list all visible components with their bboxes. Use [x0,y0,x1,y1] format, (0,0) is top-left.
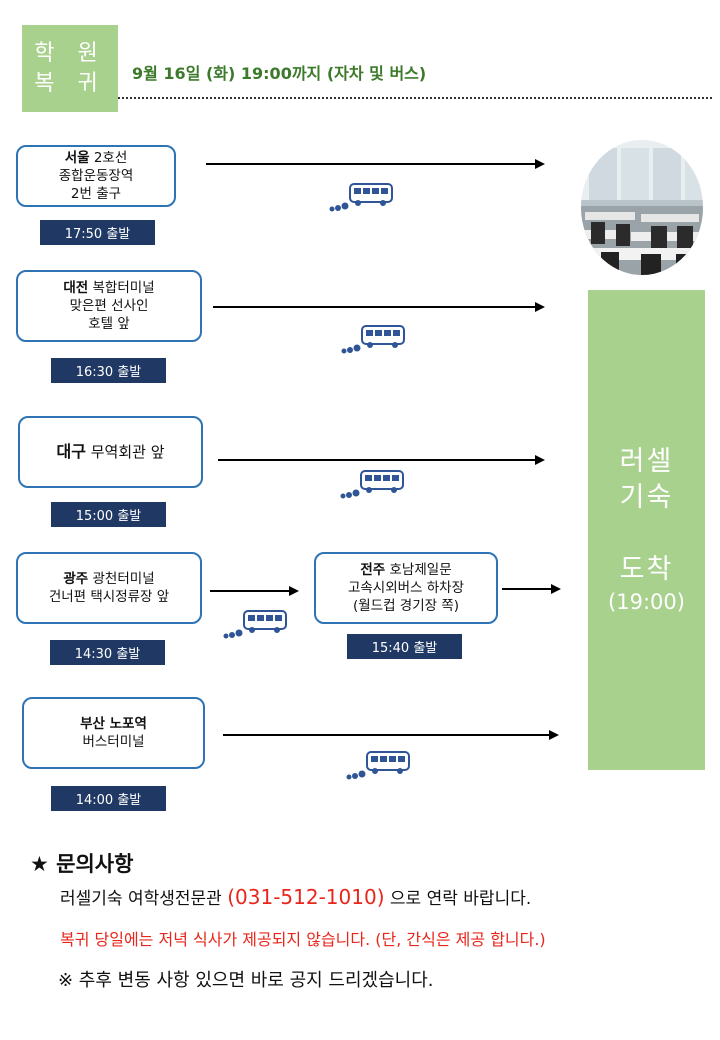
classroom-photo [581,140,703,275]
route-arrow-line [210,590,290,592]
route-arrow-line [206,163,536,165]
arrival-line2: 기숙 [619,482,674,513]
station-city: 대전 [63,280,89,296]
station-city: 부산 [80,716,105,732]
station-place-line3: 호텔 앞 [88,316,130,332]
route-arrow-head [551,584,561,594]
departure-tag-busan: 14:00 출발 [51,786,166,811]
route-arrow-head [535,455,545,465]
contact-line: 러셀기숙 여학생전문관 (031-512-1010) 으로 연락 바랍니다. [60,884,531,909]
bus-icon [340,470,404,499]
route-arrow-line [213,306,536,308]
contact-text-suffix: 으로 연락 바랍니다. [384,889,532,909]
station-gwangju: 광주 광천터미널 건너편 택시정류장 앞 [16,552,202,624]
station-place-line2: 맞은편 선사인 [69,298,149,314]
route-arrow-head [289,586,299,596]
departure-tag-seoul: 17:50 출발 [40,220,155,245]
station-place: 복합터미널 [88,280,155,296]
contact-text-prefix: 러셀기숙 여학생전문관 [60,889,228,909]
station-place-line2: 건너편 택시정류장 앞 [48,589,170,605]
route-arrow-line [218,459,536,461]
station-daegu: 대구 무역회관 앞 [18,416,203,488]
station-place: 노포역 [104,716,147,732]
header-badge-line1: 학 원 [34,40,106,66]
contact-heading: ★ 문의사항 [30,852,134,876]
bus-icon [223,610,287,639]
page-title: 9월 16일 (화) 19:00까지 (자차 및 버스) [132,64,427,83]
arrival-time: (19:00) [608,590,685,614]
departure-tag-daejeon: 16:30 출발 [51,358,166,383]
arrival-line3: 도착 [619,554,674,585]
route-arrow-line [502,588,552,590]
station-place: 2호선 [89,150,128,166]
station-busan: 부산 노포역 버스터미널 [22,697,205,769]
station-place-line2: 버스터미널 [82,734,145,750]
bus-icon [341,325,405,354]
station-jeonju: 전주 호남제일문 고속시외버스 하차장 (월드컵 경기장 쪽) [314,552,498,624]
header-badge-line2: 복 귀 [34,70,106,96]
bus-icon [346,751,410,780]
departure-tag-daegu: 15:00 출발 [51,502,166,527]
station-place: 광천터미널 [88,571,155,587]
station-place-line3: (월드컵 경기장 쪽) [352,598,460,614]
station-place: 호남제일문 [385,562,452,578]
station-seoul: 서울 2호선 종합운동장역 2번 출구 [16,145,176,207]
footer-notice: ※ 추후 변동 사항 있으면 바로 공지 드리겠습니다. [58,970,434,991]
header-badge: 학 원 복 귀 [22,25,118,112]
station-place-line2: 고속시외버스 하차장 [347,580,465,596]
bus-icon [329,183,393,212]
contact-phone: (031-512-1010) [227,885,385,909]
arrival-panel: 러셀 기숙 도착 (19:00) [588,290,705,770]
station-daejeon: 대전 복합터미널 맞은편 선사인 호텔 앞 [16,270,202,342]
route-arrow-line [223,734,550,736]
station-city: 서울 [64,150,90,166]
station-city: 광주 [63,571,89,587]
station-city: 대구 [56,442,86,461]
departure-tag-gwangju: 14:30 출발 [50,640,165,665]
arrival-line1: 러셀 [619,446,674,477]
route-arrow-head [535,302,545,312]
station-place: 무역회관 앞 [85,443,165,461]
route-arrow-head [535,159,545,169]
route-arrow-head [549,730,559,740]
meal-notice: 복귀 당일에는 저녁 식사가 제공되지 않습니다. (단, 간식은 제공 합니다… [60,930,546,949]
classroom-photo-image [581,140,703,275]
departure-tag-jeonju: 15:40 출발 [347,634,462,659]
header-divider [118,97,712,99]
station-place-line2: 종합운동장역 [58,168,134,184]
station-place-line3: 2번 출구 [70,186,122,202]
station-city: 전주 [360,562,386,578]
